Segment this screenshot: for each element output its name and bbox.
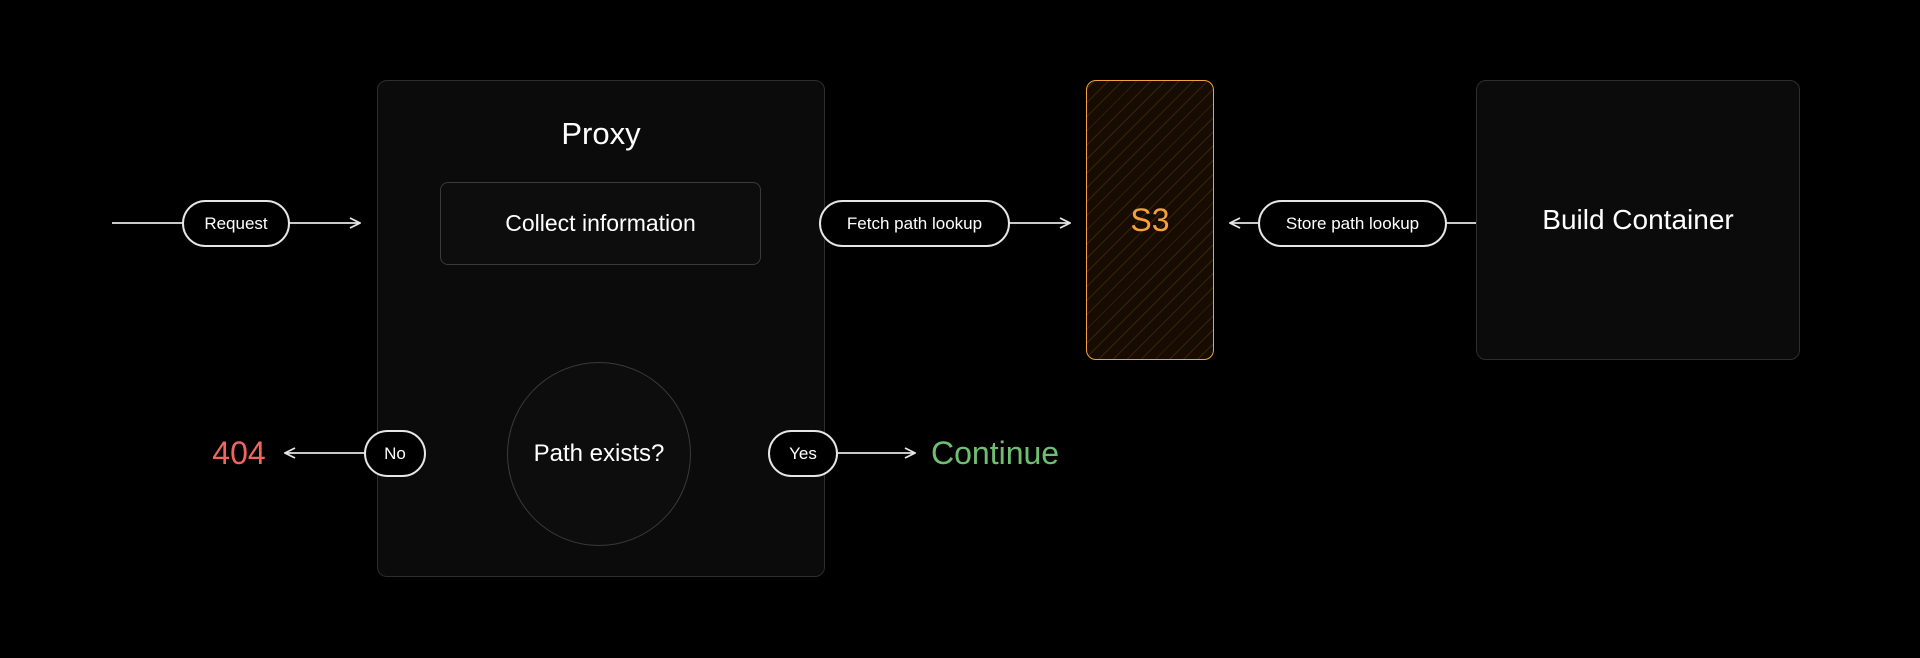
continue-outcome: Continue [931, 435, 1060, 471]
s3-bucket: S3 [1086, 80, 1214, 360]
yes-label: Yes [768, 430, 838, 477]
request-label: Request [182, 200, 290, 247]
collect-information-box: Collect information [440, 182, 761, 265]
fetch-path-lookup-label: Fetch path lookup [819, 200, 1010, 247]
proxy-title: Proxy [561, 116, 641, 151]
store-path-lookup-label: Store path lookup [1258, 200, 1447, 247]
no-label: No [364, 430, 426, 477]
not-found-outcome: 404 [212, 434, 266, 471]
path-exists-decision: Path exists? [507, 362, 691, 546]
build-container: Build Container [1476, 80, 1800, 360]
